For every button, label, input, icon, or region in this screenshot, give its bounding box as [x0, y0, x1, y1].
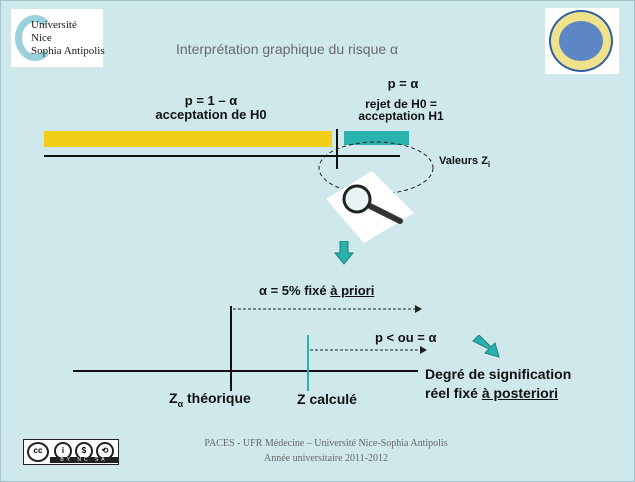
values-z-label: Valeurs Zi: [439, 155, 491, 170]
z-axis: [73, 370, 418, 372]
cc-labels: BY NC SA: [50, 457, 118, 463]
acceptance-bar: [44, 131, 332, 147]
accept-label: acceptation de H0: [155, 107, 267, 122]
seal-building-icon: [559, 21, 603, 61]
university-seal-logo: [545, 8, 619, 74]
arrow-diagonal-icon: [472, 335, 500, 358]
logo-line-2: Nice: [31, 32, 52, 44]
rejection-bar: [344, 131, 409, 145]
z-calculated-line: [307, 335, 309, 391]
p-threshold-label: p < ou = α: [375, 330, 437, 345]
logo-line-3: Sophia Antipolis: [31, 45, 105, 57]
logo-line-1: Université: [31, 19, 77, 31]
logo-c-shape: [15, 15, 55, 61]
cc-icon: cc: [27, 442, 49, 462]
z-calculated-label: Z calculé: [297, 391, 357, 407]
values-axis: [44, 155, 400, 157]
accept-probability: p = 1 – α: [184, 93, 238, 108]
p-dashed-arrow: [310, 346, 427, 354]
creative-commons-badge: cc i $ ⟲ BY NC SA: [23, 439, 119, 465]
zoom-ellipse: [318, 141, 434, 195]
significance-line-1: Degré de signification: [425, 366, 572, 382]
footer-line-2: Année universitaire 2011-2012: [263, 453, 389, 464]
reject-probability: p = α: [387, 76, 419, 91]
footer-line-1: PACES - UFR Médecine – Université Nice-S…: [204, 438, 448, 449]
significance-line-2: réel fixé à posteriori: [425, 385, 559, 401]
z-theoretical-line: [230, 306, 232, 391]
slide-title: Interprétation graphique du risque α: [176, 41, 399, 57]
z-theoretical-label: Zα théorique: [169, 390, 251, 409]
reject-label-1: rejet de H0 =: [365, 97, 437, 111]
magnifier-icon: [326, 171, 414, 243]
alpha-fixed-label: α = 5% fixé à priori: [259, 283, 375, 298]
university-logo: Université Nice Sophia Antipolis: [11, 9, 105, 67]
alpha-dashed-arrow: [233, 305, 422, 313]
seal-ring: [549, 10, 613, 72]
reject-label-2: acceptation H1: [358, 109, 444, 123]
arrow-down-icon: [334, 241, 354, 265]
